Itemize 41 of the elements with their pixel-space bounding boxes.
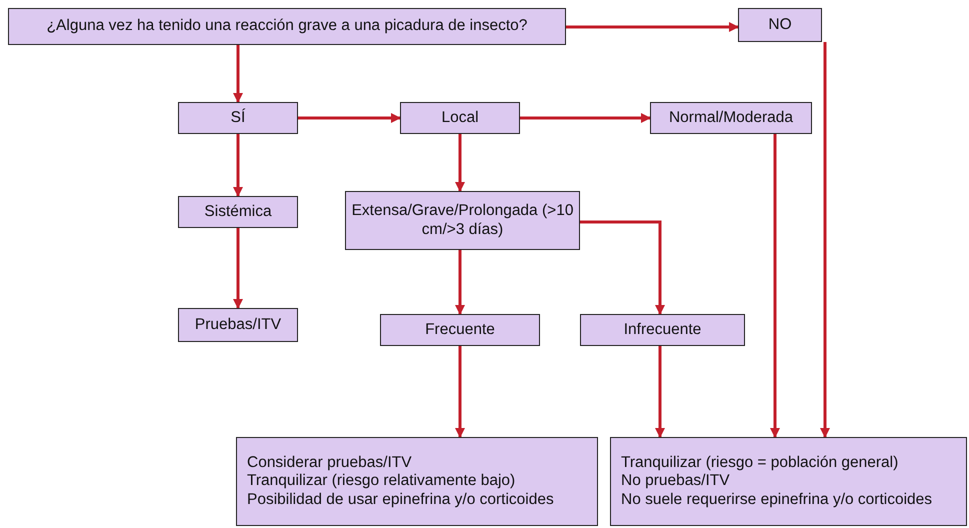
box-text: NO [768,16,792,34]
box-text: Local [441,108,479,128]
arrow [520,113,651,123]
arrow [455,346,465,438]
process-box [380,314,540,346]
process-box [610,437,967,526]
arrow [233,134,243,197]
arrow [233,228,243,309]
process-box [8,8,566,45]
box-text: Infrecuente [624,320,702,340]
arrow [233,45,243,103]
box-text: Pruebas/ITV [194,316,282,334]
process-box [650,102,812,134]
process-box [178,196,298,228]
box-text: Posibilidad de usar epinefrina y/o corticoides [247,490,554,510]
process-box [178,102,298,134]
arrow [655,346,665,438]
arrow [455,250,465,315]
arrow [566,22,739,32]
process-box [178,308,298,342]
box-text: Sistémica [204,202,272,222]
arrow [298,113,401,123]
arrow [455,134,465,192]
arrow [820,42,830,438]
box-text: Frecuente [425,320,495,340]
box-text: No pruebas/ITV [621,472,730,491]
box-text: Tranquilizar (riesgo relativamente bajo) [247,472,516,491]
process-box [738,8,822,42]
process-box [580,314,745,346]
arrow [770,134,780,438]
process-box [400,102,520,134]
box-text: Tranquilizar (riesgo = población general) [621,454,898,472]
process-box [236,437,598,526]
box-text: SÍ [230,108,246,128]
arrow [580,220,665,315]
box-text: Extensa/Grave/Prolongada (>10 cm/>3 días) [350,202,574,240]
box-text: Considerar pruebas/ITV [247,454,412,472]
process-box [345,191,580,250]
box-text: ¿Alguna vez ha tenido una reacción grave a una picadura de insecto? [46,17,528,36]
box-text: Normal/Moderada [668,108,794,128]
box-text: No suele requerirse epinefrina y/o corticoides [621,490,932,510]
